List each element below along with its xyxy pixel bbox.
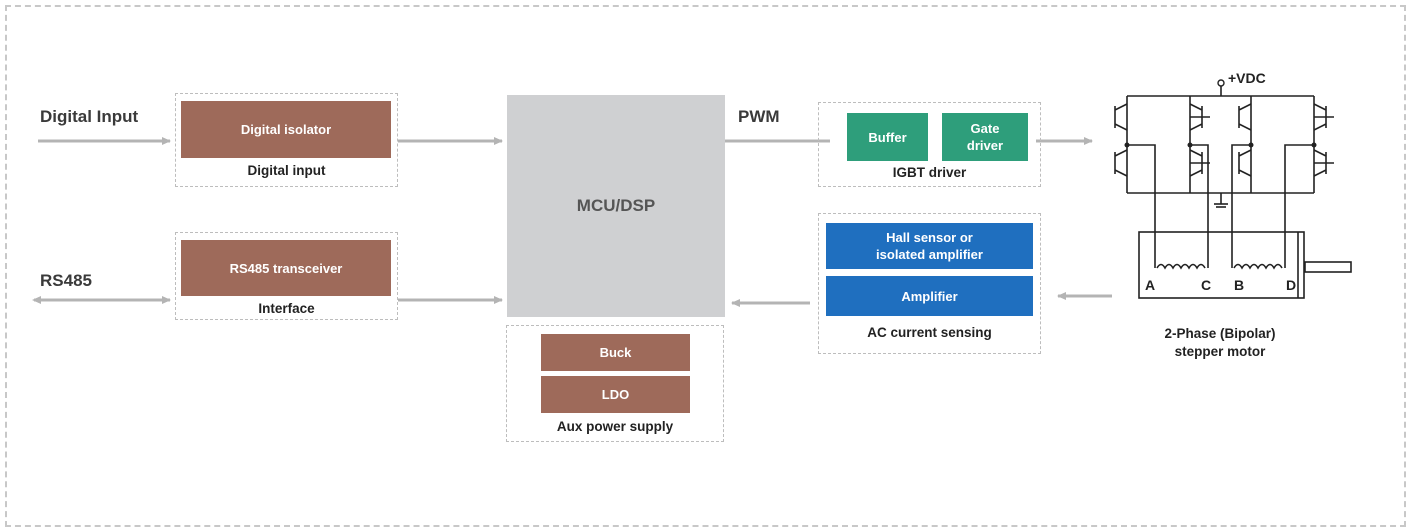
- igbt-driver-group: [818, 102, 1041, 187]
- diagram-frame: [5, 5, 1406, 527]
- mcu-dsp-block: MCU/DSP: [507, 95, 725, 317]
- pwm-signal-label: PWM: [738, 107, 780, 126]
- rs485-signal-label: RS485: [40, 271, 92, 290]
- motor-caption-line1: 2-Phase (Bipolar): [1164, 326, 1276, 341]
- digital-input-signal-label: Digital Input: [40, 107, 139, 126]
- aux-power-group: [506, 325, 724, 442]
- digital-isolator-block: Digital isolator: [181, 101, 391, 158]
- gate-driver-block: Gate driver: [942, 113, 1028, 161]
- current-sensing-caption: AC current sensing: [867, 325, 992, 340]
- digital-input-caption: Digital input: [247, 163, 326, 178]
- gate-driver-line2: driver: [966, 138, 1004, 153]
- aux-power-caption: Aux power supply: [556, 419, 674, 434]
- motor-caption-line2: stepper motor: [1174, 344, 1266, 359]
- motor-caption: 2-Phase (Bipolar) stepper motor: [1135, 325, 1305, 361]
- current-sensing-group: [818, 213, 1041, 354]
- motor-terminal-c: C: [1201, 277, 1212, 293]
- vdc-supply-label: +VDC: [1228, 70, 1266, 86]
- ldo-block: LDO: [541, 376, 690, 413]
- motor-terminal-d: D: [1286, 277, 1297, 293]
- rs485-transceiver-block: RS485 transceiver: [181, 240, 391, 296]
- motor-terminal-b: B: [1234, 277, 1245, 293]
- amplifier-block: Amplifier: [826, 276, 1033, 316]
- hall-sensor-block: Hall sensor or isolated amplifier: [826, 223, 1033, 269]
- gate-driver-line1: Gate: [970, 121, 1000, 136]
- hall-sensor-line2: isolated amplifier: [876, 247, 983, 262]
- interface-caption: Interface: [258, 301, 315, 316]
- hall-sensor-line1: Hall sensor or: [886, 230, 973, 245]
- buffer-block: Buffer: [847, 113, 928, 161]
- buck-block: Buck: [541, 334, 690, 371]
- igbt-driver-caption: IGBT driver: [892, 165, 967, 180]
- motor-terminal-a: A: [1145, 277, 1156, 293]
- interface-group: [175, 232, 398, 320]
- digital-input-group: [175, 93, 398, 187]
